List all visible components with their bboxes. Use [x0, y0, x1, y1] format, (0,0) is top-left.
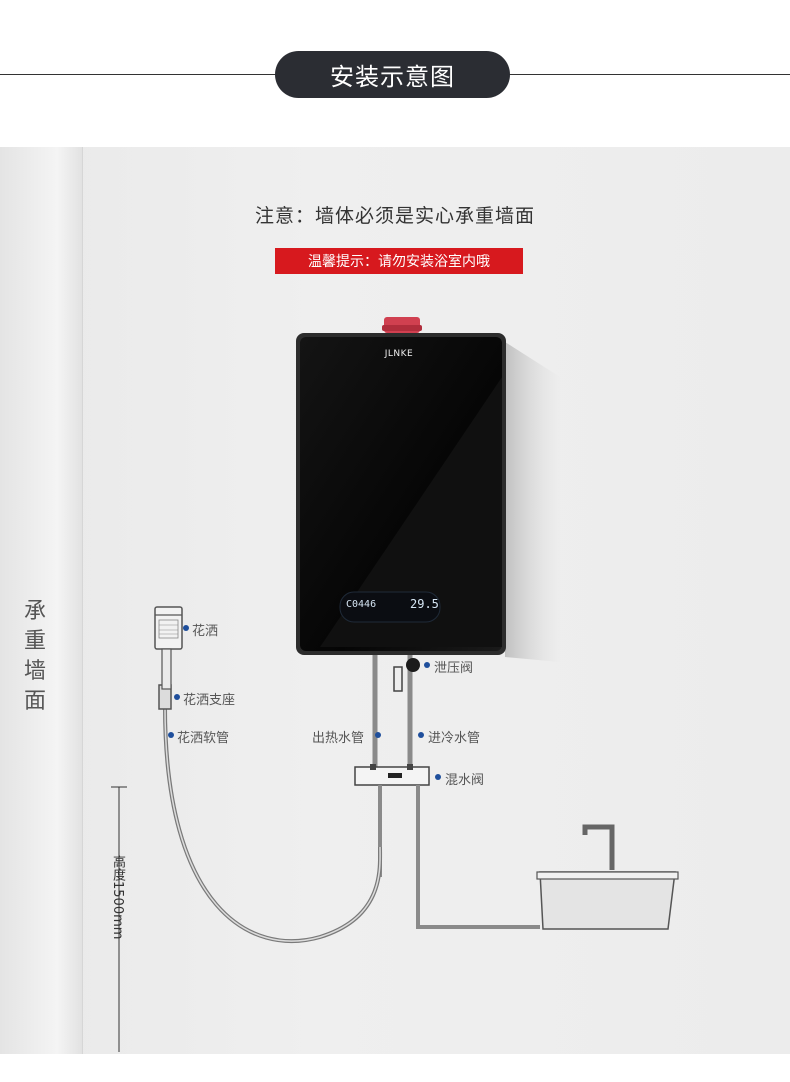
relief-valve [406, 658, 420, 672]
label-shower-holder: 花洒支座 [183, 693, 236, 708]
shower-handle [161, 648, 172, 690]
installation-scene: 承重墙面 注意：墙体必须是实心承重墙面 温馨提示：请勿安装浴室内哦 [0, 147, 790, 1054]
display-readout-left: C0446 [346, 599, 377, 610]
label-hot-pipe: 出热水管 [312, 731, 365, 746]
faucet [582, 824, 615, 870]
warm-tip-badge: 温馨提示：请勿安装浴室内哦 [275, 248, 523, 274]
height-label: 高度1500mm [110, 855, 125, 940]
wall-note: 注意：墙体必须是实心承重墙面 [254, 205, 535, 227]
kitchen-supply-pipe [416, 785, 540, 929]
label-relief-valve: 泄压阀 [434, 661, 474, 676]
label-shower-hose: 花洒软管 [177, 731, 230, 746]
load-bearing-wall [0, 147, 83, 1054]
wall-label: 承重墙面 [23, 599, 46, 714]
label-mix-valve: 混水阀 [445, 773, 485, 788]
label-cold-pipe: 进冷水管 [428, 731, 481, 746]
kitchen-sink [539, 871, 676, 930]
display-panel [339, 591, 441, 623]
heater-brand: JLNKE [384, 349, 414, 359]
header-title: 安装示意图 [275, 51, 510, 98]
glass-reflection [320, 377, 502, 647]
relief-valve-outlet [393, 666, 403, 692]
label-shower-head: 花洒 [192, 624, 219, 639]
display-readout-right: 29.5 [410, 597, 439, 611]
heater-shadow [505, 342, 560, 662]
installation-diagram [111, 317, 679, 1052]
